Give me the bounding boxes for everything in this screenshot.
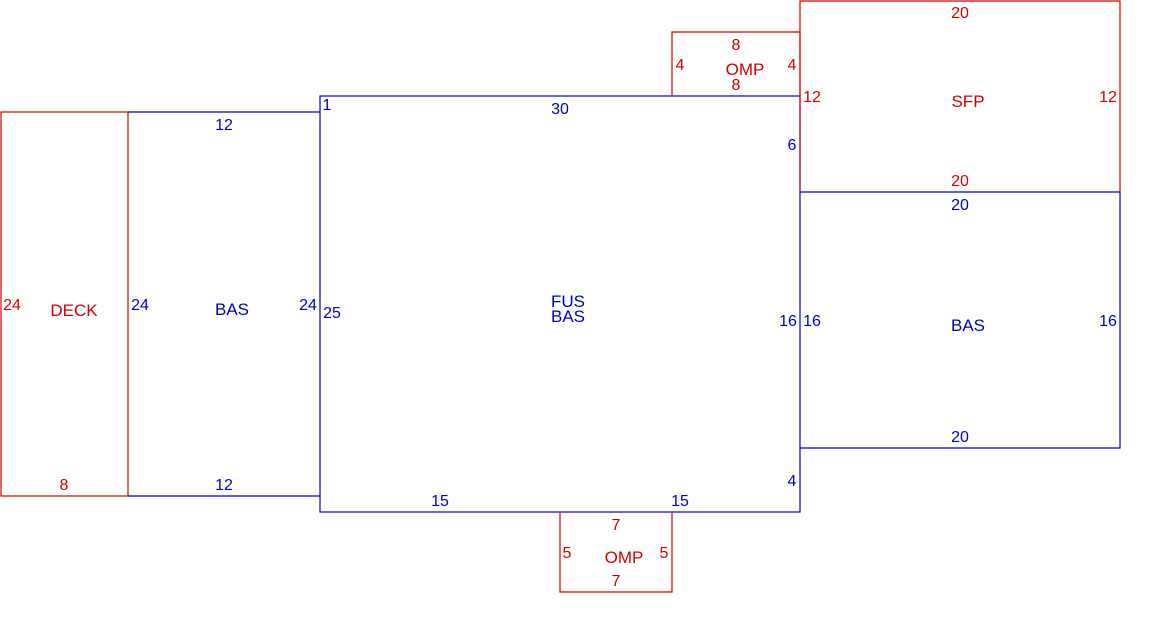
omp-bottom-label: OMP xyxy=(605,548,644,567)
main-corner-number: 1 xyxy=(323,97,332,114)
main-right-lower-dimension: 4 xyxy=(788,473,797,490)
main-right-dimension: 16 xyxy=(779,313,797,330)
sfp-outline xyxy=(799,0,1121,192)
main-label-fus: FUS xyxy=(551,292,585,311)
bas-right-top-dimension: 20 xyxy=(951,197,969,214)
deck-outline xyxy=(0,111,129,497)
bas-right-bottom-dimension: 20 xyxy=(951,429,969,446)
deck-bottom-dimension: 8 xyxy=(60,477,69,494)
main-top-dimension: 30 xyxy=(551,101,569,118)
omp-top-top-dimension: 8 xyxy=(732,37,741,54)
omp-top-label: OMP xyxy=(726,60,765,79)
sfp-label: SFP xyxy=(951,92,984,111)
bas-left-top-dimension: 12 xyxy=(215,117,233,134)
bas-left-left-dimension: 24 xyxy=(131,297,149,314)
bas-left-label: BAS xyxy=(215,300,249,319)
omp-top-left-dimension: 4 xyxy=(676,57,685,74)
sfp-right-dimension: 12 xyxy=(1099,89,1117,106)
bas-right-right-dimension: 16 xyxy=(1099,313,1117,330)
bas-right-outline xyxy=(800,191,1121,449)
bas-left-outline xyxy=(128,111,320,497)
omp-bottom-left-dimension: 5 xyxy=(563,545,572,562)
omp-top-right-dimension: 4 xyxy=(788,57,797,74)
main-bottom-right-dimension: 15 xyxy=(671,493,689,510)
deck-left-dimension: 24 xyxy=(3,297,21,314)
omp-bottom-outline xyxy=(559,512,673,593)
bas-left-bottom-dimension: 12 xyxy=(215,477,233,494)
main-left-dimension: 25 xyxy=(323,305,341,322)
sfp-top-dimension: 20 xyxy=(951,5,969,22)
main-right-upper-dimension: 6 xyxy=(788,137,797,154)
omp-top-bottom-dimension: 8 xyxy=(732,77,741,94)
omp-bottom-top-dimension: 7 xyxy=(612,517,621,534)
omp-bottom-right-dimension: 5 xyxy=(660,545,669,562)
bas-right-label: BAS xyxy=(951,316,985,335)
sfp-left-dimension: 12 xyxy=(803,89,821,106)
sfp-bottom-dimension: 20 xyxy=(951,173,969,190)
main-bottom-left-dimension: 15 xyxy=(431,493,449,510)
deck-label: DECK xyxy=(50,301,98,320)
omp-bottom-bottom-dimension: 7 xyxy=(612,573,621,590)
bas-left-right-dimension: 24 xyxy=(299,297,317,314)
bas-right-left-dimension: 16 xyxy=(803,313,821,330)
main-label-bas: BAS xyxy=(551,307,585,326)
